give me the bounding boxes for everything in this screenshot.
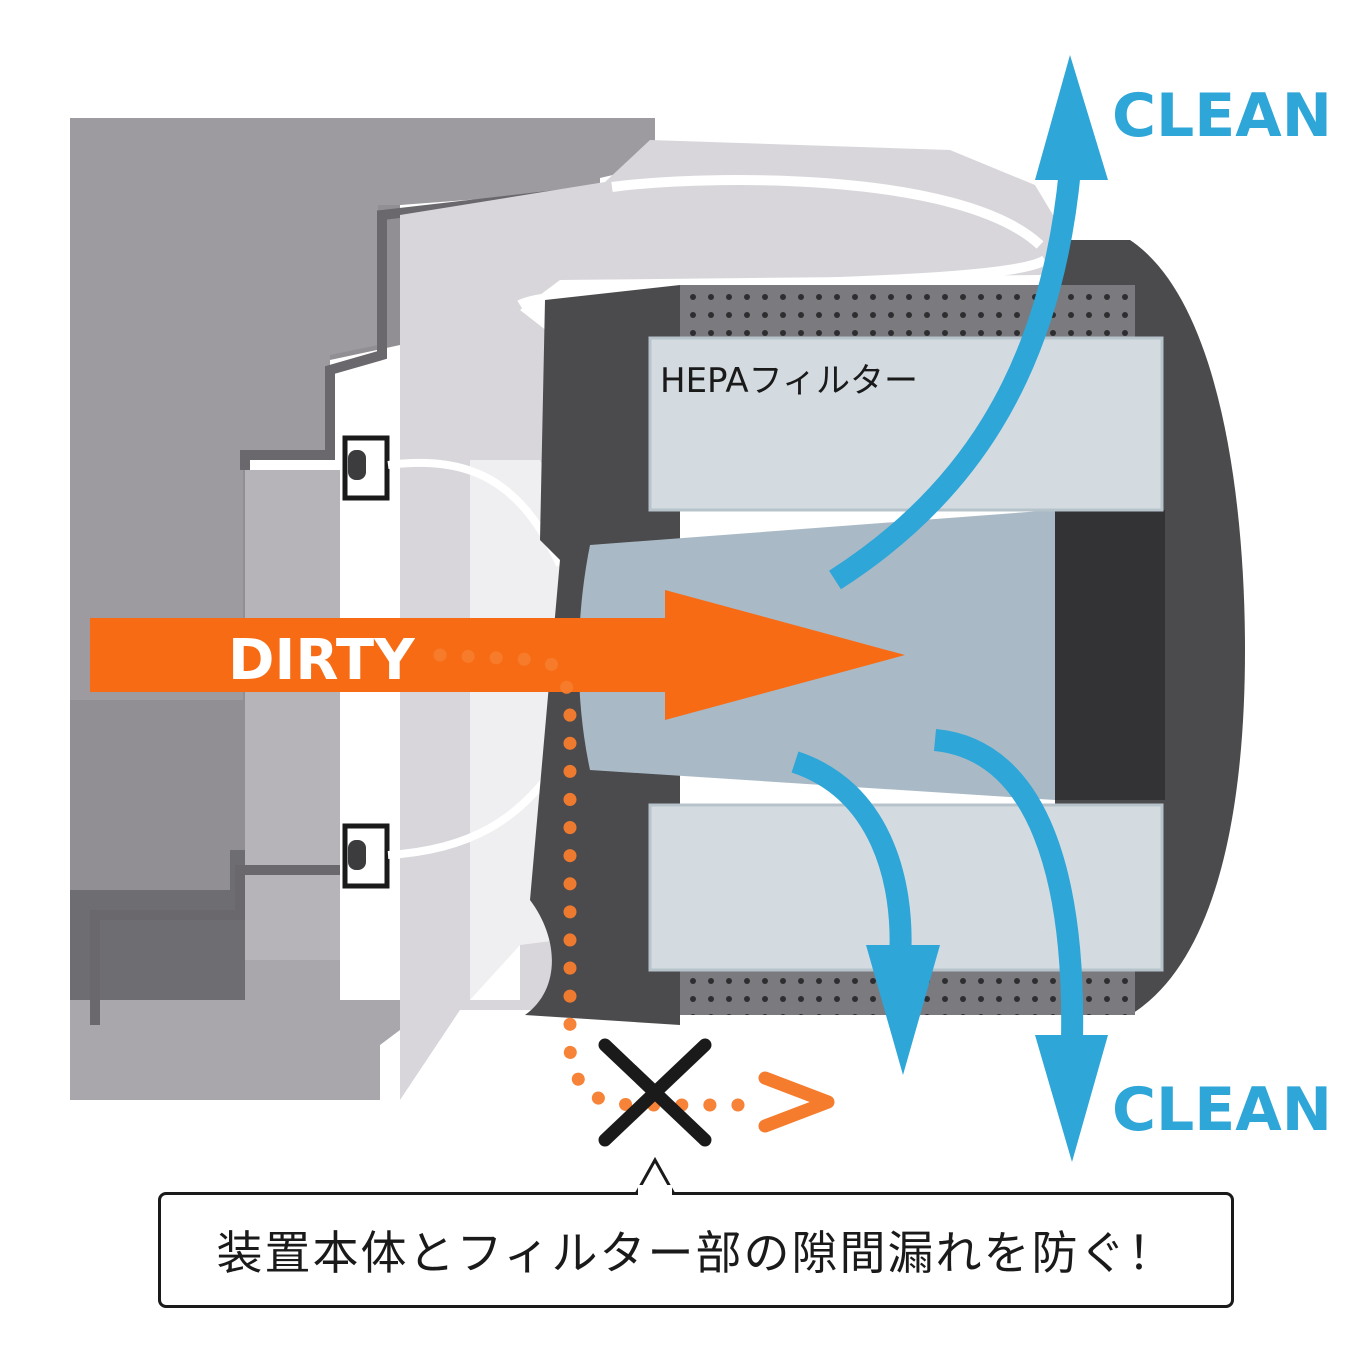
callout-pointer-mask (638, 1185, 672, 1199)
dirty-label: DIRTY (228, 628, 416, 693)
hepa-media-top (648, 336, 1164, 512)
clean-label-bottom: CLEAN (1112, 1075, 1332, 1145)
clean-airflow-arrow-bottom-left (791, 751, 940, 1075)
chevron-right-icon (758, 1071, 835, 1133)
x-mark-icon (598, 1038, 712, 1147)
device-body (70, 118, 655, 1100)
clean-airflow-arrow-bottom-right (933, 729, 1108, 1162)
perforated-screen-top (680, 285, 1135, 340)
callout-box: 装置本体とフィルター部の隙間漏れを防ぐ！ (158, 1192, 1234, 1308)
hepa-filter-label: HEPAフィルター (660, 361, 918, 401)
leak-path (433, 648, 835, 1133)
clean-airflow-arrow-top (829, 55, 1108, 590)
callout-text: 装置本体とフィルター部の隙間漏れを防ぐ！ (216, 1226, 1176, 1280)
clean-label-top: CLEAN (1112, 81, 1332, 151)
